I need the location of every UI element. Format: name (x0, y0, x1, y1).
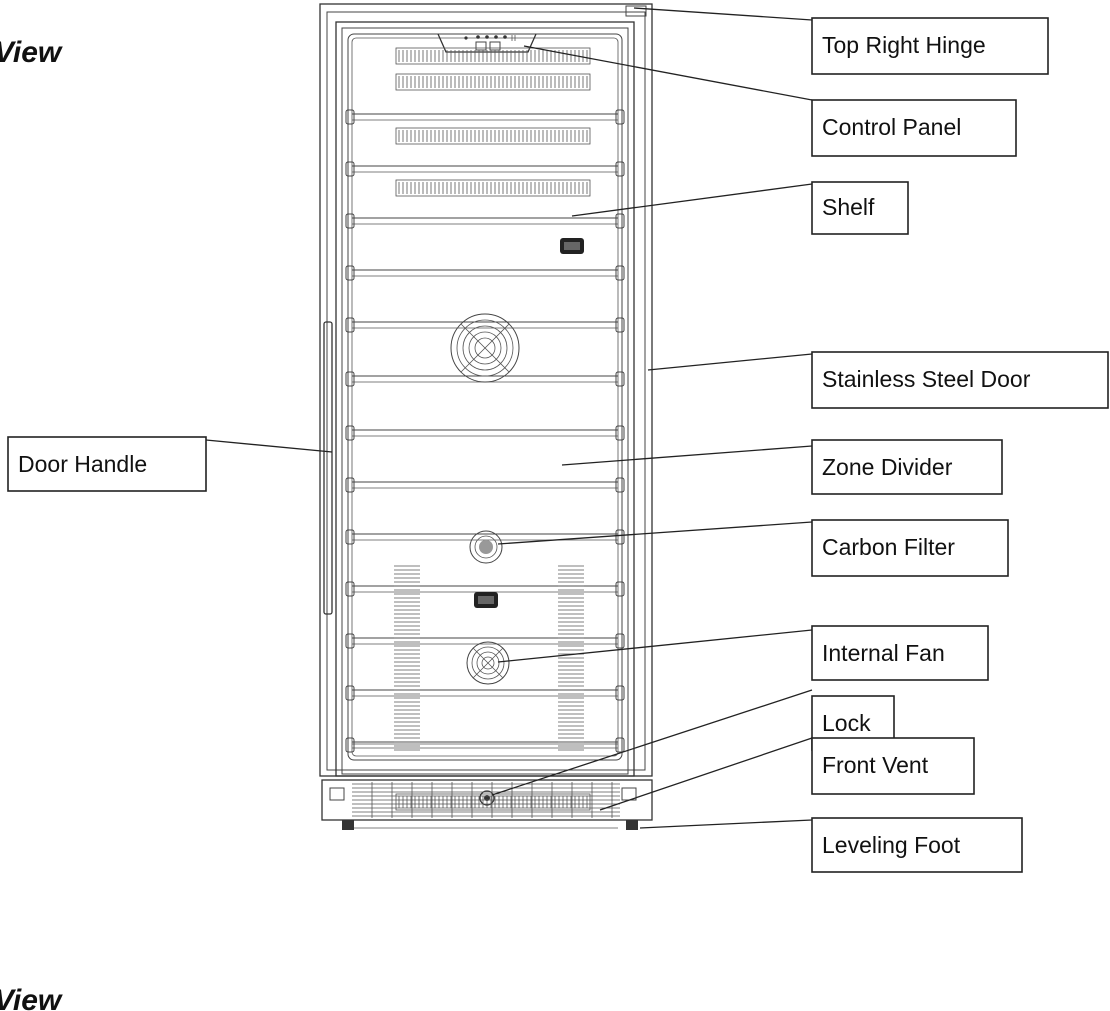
internal-fan (466, 641, 510, 685)
shelf-3 (345, 213, 625, 229)
shelves (345, 109, 625, 753)
svg-text:Door Handle: Door Handle (18, 451, 147, 477)
svg-text:Control Panel: Control Panel (822, 114, 961, 140)
label-carbon-filter: Carbon Filter (497, 519, 1009, 577)
label-control-panel: Control Panel (523, 45, 1017, 157)
svg-text:Front Vent: Front Vent (822, 752, 929, 778)
shelf-5 (345, 317, 625, 333)
carbon-filter (469, 530, 503, 564)
heading-bottom: View (0, 984, 63, 1011)
upper-fan (450, 313, 520, 383)
shelf-8 (345, 477, 625, 493)
label-shelf: Shelf (571, 181, 909, 235)
label-stainless-steel-door: Stainless Steel Door (647, 351, 1109, 409)
label-front-vent: Front Vent (599, 737, 975, 811)
shelf-1 (345, 109, 625, 125)
svg-text:Stainless Steel Door: Stainless Steel Door (822, 366, 1031, 392)
svg-text:Zone Divider: Zone Divider (822, 454, 953, 480)
shelf-6 (345, 371, 625, 387)
control-panel (437, 33, 537, 53)
door-handle (323, 321, 333, 615)
label-zone-divider: Zone Divider (561, 439, 1003, 495)
label-leveling-foot: Leveling Foot (639, 817, 1023, 873)
label-door-handle: Door Handle (7, 436, 333, 492)
svg-text:Lock: Lock (822, 710, 871, 736)
leveling-foot (342, 820, 638, 830)
shelf-9 (345, 529, 625, 545)
sensor-display-lower (474, 592, 498, 608)
appliance-body (319, 3, 653, 829)
shelf-7 (345, 425, 625, 441)
svg-text:Carbon Filter: Carbon Filter (822, 534, 955, 560)
top-vent-grille (395, 47, 591, 811)
front-vent (321, 779, 653, 821)
shelf-2 (345, 161, 625, 177)
shelf-4 (345, 265, 625, 281)
svg-text:Shelf: Shelf (822, 194, 875, 220)
sensor-display-upper (560, 238, 584, 254)
svg-text:Internal Fan: Internal Fan (822, 640, 945, 666)
label-top-right-hinge: Top Right Hinge (633, 7, 1049, 75)
svg-text:Top Right Hinge: Top Right Hinge (822, 32, 986, 58)
svg-text:Leveling Foot: Leveling Foot (822, 832, 961, 858)
label-internal-fan: Internal Fan (497, 625, 989, 681)
lock (479, 790, 495, 806)
heading-top: View (0, 36, 63, 69)
